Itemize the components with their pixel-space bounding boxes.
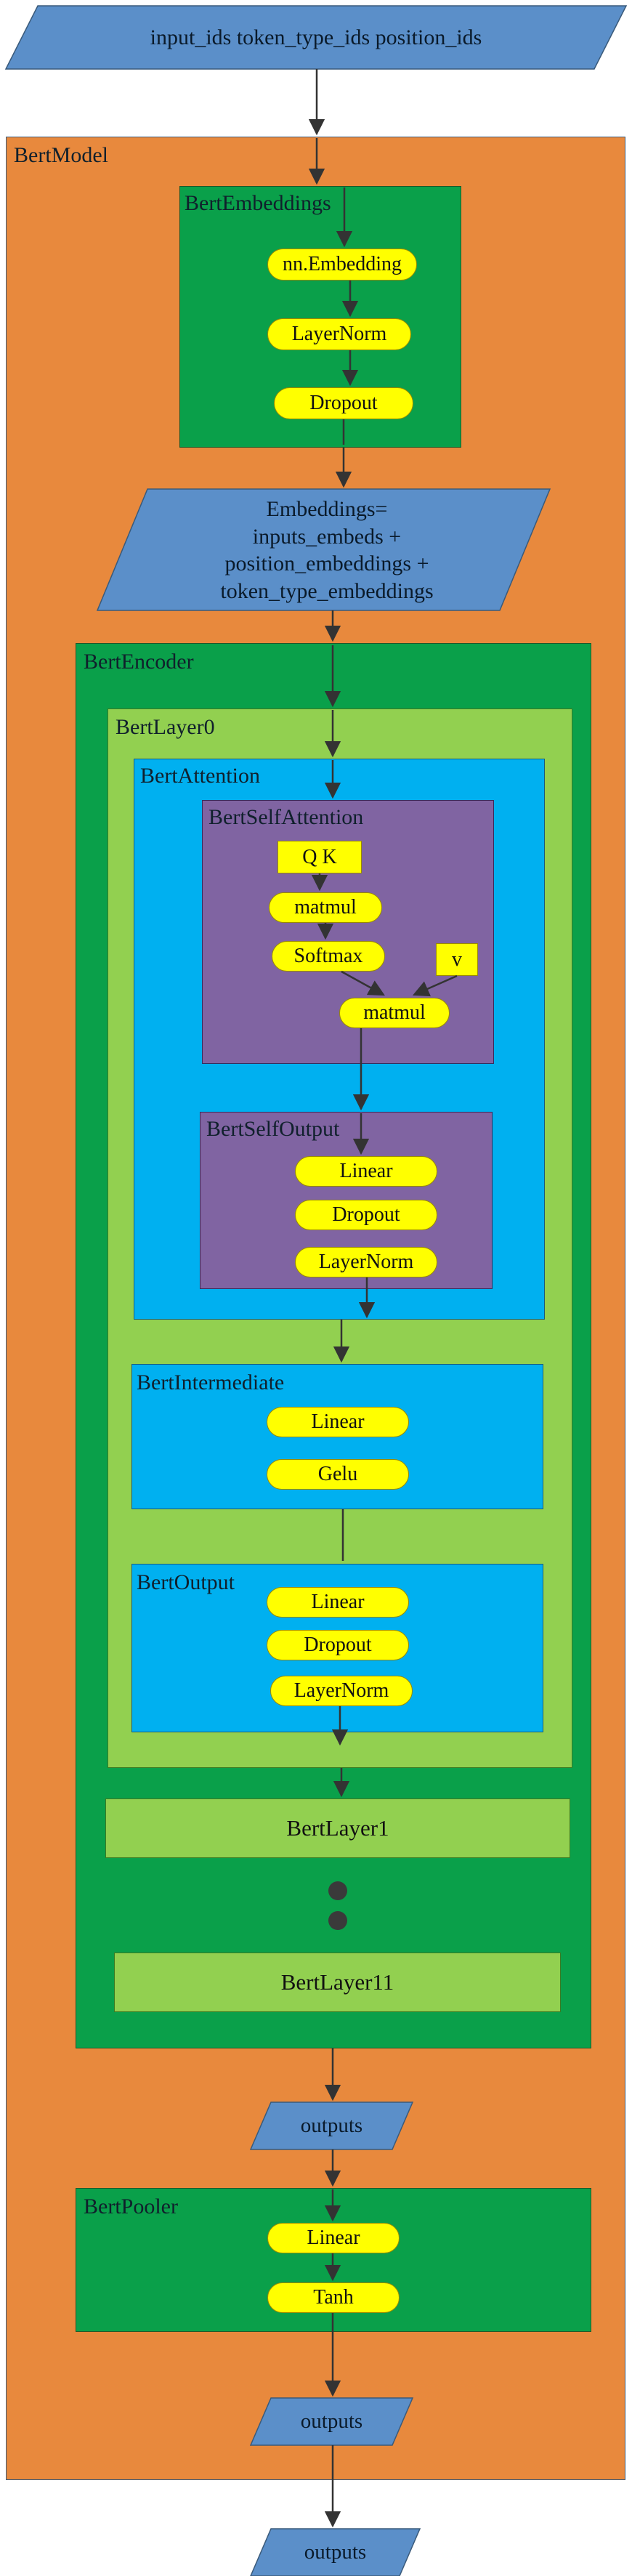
bert-self-attention-label: BertSelfAttention	[208, 805, 364, 829]
output-linear-block: Linear	[267, 1587, 409, 1618]
bert-layer1-block: BertLayer1	[105, 1798, 570, 1858]
nn-embedding-block: nn.Embedding	[267, 249, 417, 280]
final-outputs-text: outputs	[304, 2540, 367, 2564]
bert-encoder-label: BertEncoder	[84, 650, 194, 674]
bert-attention-label: BertAttention	[140, 764, 260, 788]
layernorm-block: LayerNorm	[267, 318, 411, 350]
bert-self-output-label: BertSelfOutput	[206, 1117, 340, 1141]
bert-embeddings-label: BertEmbeddings	[185, 191, 331, 215]
dropout-block: Dropout	[274, 387, 413, 419]
matmul-v-block: matmul	[339, 998, 450, 1028]
output-layernorm-block: LayerNorm	[270, 1676, 413, 1706]
bert-layer0-label: BertLayer0	[116, 715, 215, 739]
self-output-layernorm-block: LayerNorm	[295, 1247, 437, 1277]
pooler-linear-block: Linear	[267, 2223, 400, 2253]
encoder-outputs-text: outputs	[300, 2114, 363, 2138]
matmul-qk-block: matmul	[269, 892, 382, 923]
v-block: v	[436, 943, 478, 976]
bert-output-label: BertOutput	[137, 1570, 235, 1594]
watermark-text: 知乎 @Chanl Wei	[463, 2537, 620, 2559]
qk-block: Q K	[277, 841, 362, 873]
bert-pooler-label: BertPooler	[84, 2195, 178, 2218]
softmax-block: Softmax	[272, 941, 385, 972]
input-text: input_ids token_type_ids position_ids	[150, 25, 482, 49]
self-output-linear-block: Linear	[295, 1156, 437, 1187]
self-output-dropout-block: Dropout	[295, 1200, 437, 1230]
bert-model-label: BertModel	[14, 143, 108, 167]
intermediate-linear-block: Linear	[267, 1407, 409, 1437]
output-dropout-block: Dropout	[267, 1630, 409, 1660]
ellipsis-dot-2	[328, 1911, 347, 1930]
pooler-outputs-text: outputs	[300, 2410, 363, 2434]
embeddings-sum-text: Embeddings= inputs_embeds + position_emb…	[220, 497, 434, 603]
bert-intermediate-label: BertIntermediate	[137, 1370, 285, 1394]
tanh-block: Tanh	[267, 2282, 400, 2313]
ellipsis-dot-1	[328, 1881, 347, 1900]
gelu-block: Gelu	[267, 1459, 409, 1490]
bert-layer11-block: BertLayer11	[114, 1953, 561, 2012]
